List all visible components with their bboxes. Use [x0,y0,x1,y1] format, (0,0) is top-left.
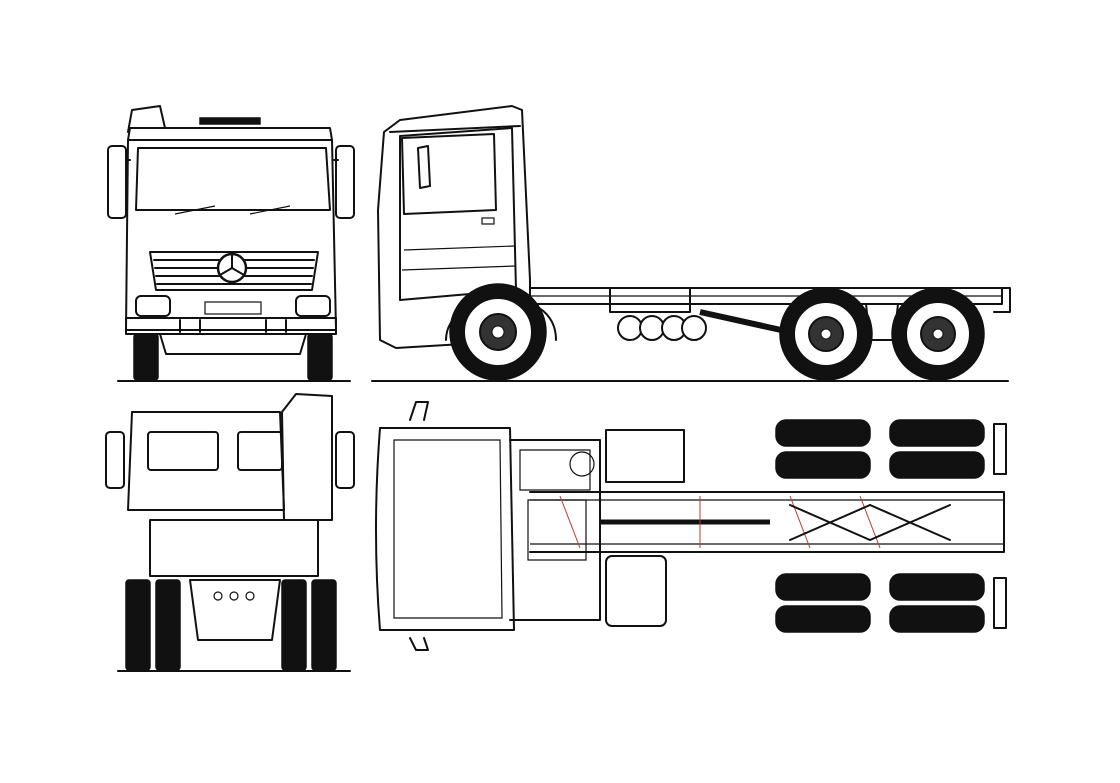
rear-tyre-left-inner [155,579,181,671]
side-roof-line [389,125,521,133]
side-driveshaft [699,309,791,335]
front-headlight-left [135,295,171,317]
top-cab-roof [375,427,515,631]
rear-mirror-right [335,431,355,489]
top-axle-cross-2 [869,504,951,541]
side-air-tanks [617,315,707,341]
side-view [371,105,1011,382]
top-red-details [559,495,881,549]
front-axle [159,333,307,355]
top-rear-tyres-lower [775,573,985,633]
side-front-wheel [449,283,547,381]
top-chassis-frame [529,491,1005,553]
top-view [375,401,1007,651]
side-rear-end [993,287,1011,313]
front-roof [127,127,333,141]
front-tyre-right [307,333,333,381]
front-roof-lights [199,117,261,125]
top-battery-box [605,429,685,483]
front-headlight-right [295,295,331,317]
side-battery-box [609,287,691,313]
side-mirror [417,145,431,189]
top-mirror-left [409,401,429,421]
side-rear-wheel-1 [779,287,873,381]
rear-tyre-right-inner [281,579,307,671]
front-windscreen [135,147,331,211]
side-rear-wheel-2 [891,287,985,381]
front-tyre-left [133,333,159,381]
top-rear-tyres-upper [775,419,985,479]
rear-window-right [237,431,283,471]
front-wipers [174,205,291,215]
front-grille [149,251,319,291]
top-mirror-right [409,637,429,651]
rear-cab-back [127,411,285,511]
rear-frame [149,519,319,577]
front-roof-left [127,105,166,133]
rear-tyre-right-outer [311,579,337,671]
front-mirror-left [107,145,127,219]
top-mudflap-lower [993,577,1007,629]
side-suspension [865,303,899,341]
rear-window-left [147,431,219,471]
rear-mirror-left [105,431,125,489]
rear-differential [189,579,281,641]
rear-tyre-left-outer [125,579,151,671]
rear-roof-fairing [281,393,333,521]
rear-view [105,393,355,672]
top-mudflap-upper [993,423,1007,475]
top-axle-cross-1 [789,504,871,541]
front-plate [204,301,262,315]
front-view [107,105,355,382]
top-fuel-tank [605,555,667,627]
top-engine-bay [509,439,601,621]
side-door-window [401,133,497,215]
side-door-handle [481,217,495,225]
front-mirror-right [335,145,355,219]
front-star-emblem-icon [216,252,248,284]
front-bumper [125,317,337,335]
